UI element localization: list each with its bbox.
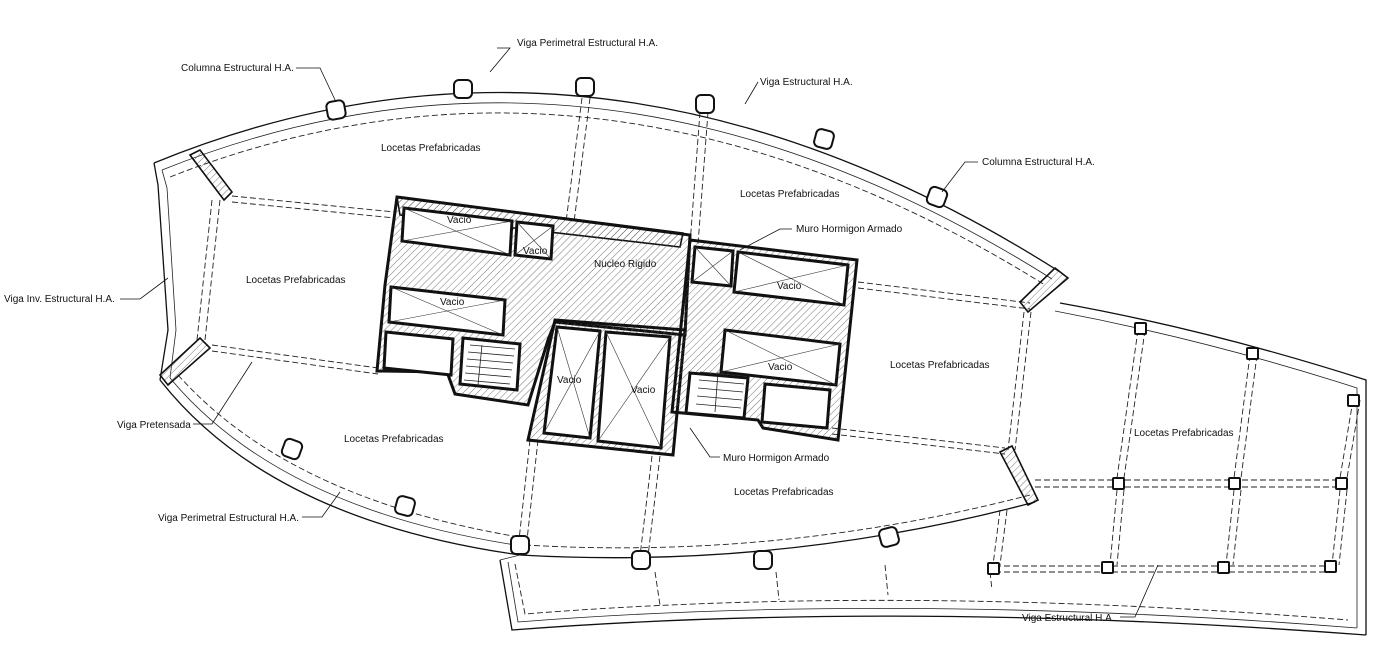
column-icon — [453, 79, 473, 99]
column-icon — [753, 550, 773, 570]
column-icon — [394, 495, 416, 517]
label-viga-estructural-top: Viga Estructural H.A. — [760, 77, 853, 88]
column-icon — [695, 94, 715, 114]
label-viga-pretensada: Viga Pretensada — [117, 420, 191, 431]
label-vacio: Vacio — [447, 215, 472, 226]
column-icon — [1134, 322, 1147, 335]
column-icon — [1101, 561, 1114, 574]
label-vacio: Vacio — [777, 281, 802, 292]
column-icon — [1228, 477, 1241, 490]
column-icon — [325, 99, 347, 121]
stairs — [463, 344, 746, 413]
beams — [196, 97, 1361, 606]
label-locetas: Locetas Prefabricadas — [246, 275, 346, 286]
column-icon — [1324, 560, 1337, 573]
label-columna-top-left: Columna Estructural H.A. — [181, 63, 294, 74]
columns — [280, 77, 1360, 575]
label-vacio: Vacio — [523, 246, 548, 257]
label-vacio: Vacio — [557, 375, 582, 386]
label-locetas: Locetas Prefabricadas — [734, 487, 834, 498]
column-icon — [575, 77, 595, 97]
label-vacio: Vacio — [631, 385, 656, 396]
column-icon — [631, 550, 651, 570]
label-vacio: Vacio — [768, 362, 793, 373]
label-viga-estructural-bottom: Viga Estructural H.A. — [1022, 613, 1115, 624]
column-icon — [1347, 394, 1360, 407]
corner-walls — [158, 148, 1070, 507]
column-icon — [280, 437, 304, 461]
label-locetas: Locetas Prefabricadas — [344, 434, 444, 445]
label-viga-perimetral-bottom: Viga Perimetral Estructural H.A. — [158, 513, 299, 524]
label-nucleo: Nucleo Rigido — [594, 259, 657, 270]
label-locetas: Locetas Prefabricadas — [1134, 428, 1234, 439]
column-icon — [813, 128, 835, 150]
column-icon — [925, 185, 949, 209]
column-icon — [1112, 477, 1125, 490]
label-viga-perimetral-top: Viga Perimetral Estructural H.A. — [517, 38, 658, 49]
label-locetas: Locetas Prefabricadas — [740, 189, 840, 200]
annotations: Viga Perimetral Estructural H.A. Columna… — [4, 38, 1234, 624]
leader-lines — [120, 47, 1159, 618]
label-columna-right: Columna Estructural H.A. — [982, 157, 1095, 168]
label-muro-top: Muro Hormigon Armado — [796, 224, 903, 235]
label-muro-bottom: Muro Hormigon Armado — [723, 453, 830, 464]
column-icon — [1335, 477, 1348, 490]
label-viga-inv: Viga Inv. Estructural H.A. — [4, 294, 115, 305]
slab-outline — [153, 91, 1367, 636]
column-icon — [1217, 561, 1230, 574]
label-locetas: Locetas Prefabricadas — [381, 143, 481, 154]
column-icon — [1246, 347, 1259, 360]
column-icon — [510, 535, 530, 555]
label-locetas: Locetas Prefabricadas — [890, 360, 990, 371]
core-walls — [375, 195, 859, 457]
label-vacio: Vacio — [440, 297, 465, 308]
column-icon — [987, 562, 1000, 575]
column-icon — [878, 526, 900, 548]
